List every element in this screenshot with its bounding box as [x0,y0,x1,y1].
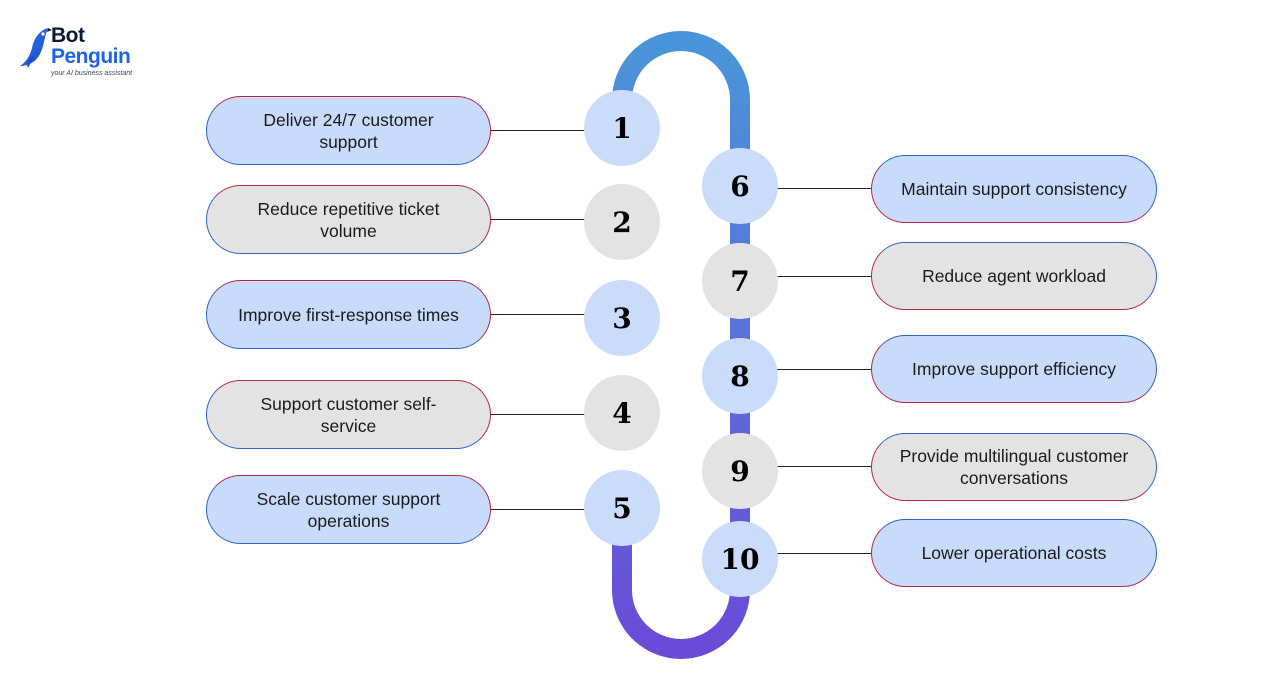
brand-logo: Bot Penguin your AI business assistant [18,24,148,84]
step-text-4: Support customer self-service [260,393,437,436]
step-label-2: Reduce repetitive ticket volume [206,185,491,254]
step-label-9: Provide multilingual customer conversati… [871,433,1157,501]
connector-line-3 [490,314,590,315]
step-number-4: 4 [584,375,660,451]
brand-name-top: Bot [51,24,85,47]
step-number-2: 2 [584,184,660,260]
step-text-5: Scale customer support operations [256,488,441,531]
step-text-6: Maintain support consistency [901,179,1127,199]
step-number-10: 10 [702,521,778,597]
step-label-5: Scale customer support operations [206,475,491,544]
step-text-7: Reduce agent workload [922,266,1106,286]
step-label-3: Improve first-response times [206,280,491,349]
connector-line-9 [772,466,872,467]
step-text-1: Deliver 24/7 customer support [263,109,434,152]
brand-tagline: your AI business assistant [51,70,133,77]
connector-line-5 [490,509,590,510]
connector-line-1 [490,130,590,131]
step-label-4: Support customer self-service [206,380,491,449]
step-number-3: 3 [584,280,660,356]
connector-line-10 [772,553,872,554]
penguin-logo-icon [20,28,52,68]
step-number-8: 8 [702,338,778,414]
step-label-10: Lower operational costs [871,519,1157,587]
step-number-7: 7 [702,243,778,319]
connector-line-6 [772,188,872,189]
step-number-9: 9 [702,433,778,509]
step-number-5: 5 [584,470,660,546]
step-number-1: 1 [584,90,660,166]
brand-name-bottom: Penguin [51,45,131,68]
connector-line-7 [772,276,872,277]
step-label-1: Deliver 24/7 customer support [206,96,491,165]
step-text-3: Improve first-response times [238,304,459,325]
step-label-6: Maintain support consistency [871,155,1157,223]
step-text-8: Improve support efficiency [912,359,1116,379]
step-text-9: Provide multilingual customer conversati… [899,446,1129,488]
connector-line-2 [490,219,590,220]
step-text-10: Lower operational costs [921,543,1107,563]
step-number-6: 6 [702,148,778,224]
connector-line-4 [490,414,590,415]
connector-line-8 [772,369,872,370]
step-text-2: Reduce repetitive ticket volume [257,198,440,241]
step-label-7: Reduce agent workload [871,242,1157,310]
step-label-8: Improve support efficiency [871,335,1157,403]
